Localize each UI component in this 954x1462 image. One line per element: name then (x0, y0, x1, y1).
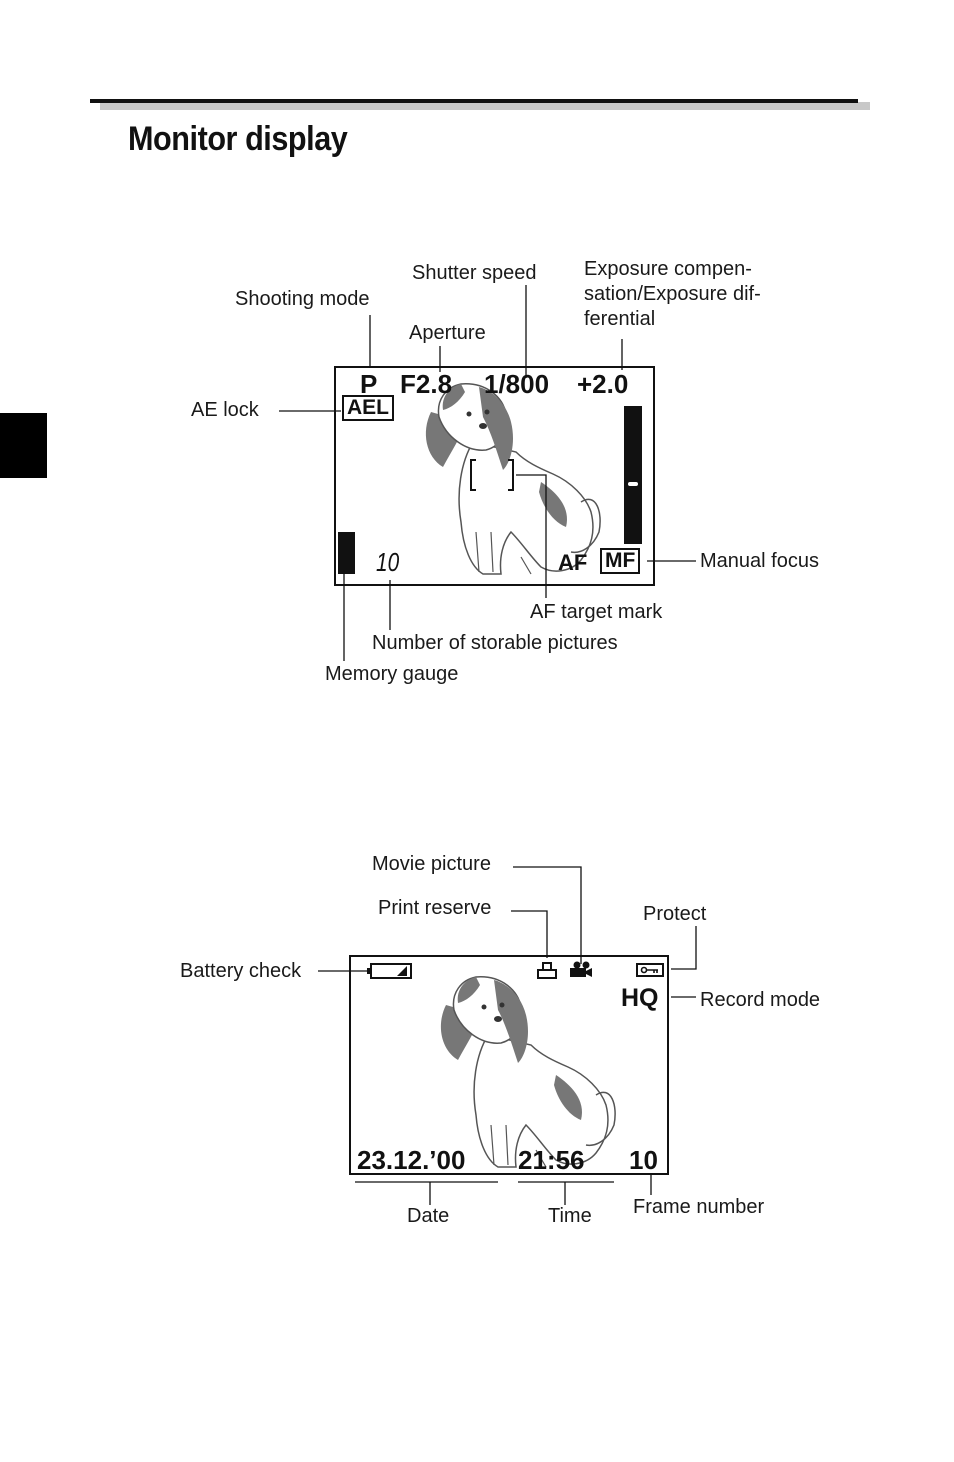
label-memory-gauge: Memory gauge (325, 663, 459, 685)
label-protect: Protect (643, 903, 707, 925)
page-title: Monitor display (128, 120, 348, 158)
label-storable-pictures: Number of storable pictures (372, 632, 618, 654)
label-print-reserve: Print reserve (378, 897, 492, 919)
chapter-tab (0, 413, 47, 478)
memory-gauge-bar (338, 532, 355, 574)
label-date: Date (407, 1205, 450, 1227)
label-time: Time (548, 1205, 592, 1227)
exposure-scale-bar (624, 406, 642, 544)
label-shooting-mode: Shooting mode (235, 288, 370, 310)
battery-icon (367, 963, 412, 979)
osd-ae-lock: AEL (342, 395, 394, 421)
osd-exposure-value: +2.0 (577, 369, 629, 399)
osd-time: 21:56 (518, 1145, 585, 1175)
osd-shooting-mode: P (360, 369, 378, 399)
header-rule-shadow (100, 102, 870, 110)
osd-manual-focus: MF (600, 548, 641, 574)
exposure-indicator (628, 482, 638, 486)
label-exposure-compensation: Exposure compen-sation/Exposure dif-fere… (584, 258, 761, 330)
osd-date: 23.12.’00 (357, 1145, 466, 1175)
header-rule (90, 99, 858, 103)
protect-key-icon (636, 963, 664, 977)
af-target-bracket-icon (470, 459, 514, 491)
osd-shutter-speed: 1/800 (484, 369, 550, 399)
osd-aperture: F2.8 (400, 369, 453, 399)
osd-frame-number: 10 (629, 1145, 658, 1175)
label-ae-lock: AE lock (191, 399, 259, 421)
label-af-target-mark: AF target mark (530, 601, 663, 623)
label-movie-picture: Movie picture (372, 853, 491, 875)
label-battery-check: Battery check (180, 960, 302, 982)
label-frame-number: Frame number (633, 1196, 765, 1218)
osd-storable-count: 10 (376, 547, 400, 577)
label-manual-focus: Manual focus (700, 550, 819, 572)
shooting-monitor-screen: P F2.8 1/800 +2.0 AEL AF MF 10 (334, 366, 655, 586)
osd-af: AF (558, 550, 588, 575)
osd-record-mode: HQ (621, 984, 659, 1012)
label-record-mode: Record mode (700, 989, 821, 1011)
label-aperture: Aperture (409, 322, 486, 344)
movie-icon (570, 961, 592, 977)
dog-illustration (440, 976, 616, 1168)
print-reserve-icon (537, 962, 557, 979)
label-shutter-speed: Shutter speed (412, 262, 537, 284)
playback-monitor-screen: HQ 23.12.’00 21:56 10 (349, 955, 669, 1175)
